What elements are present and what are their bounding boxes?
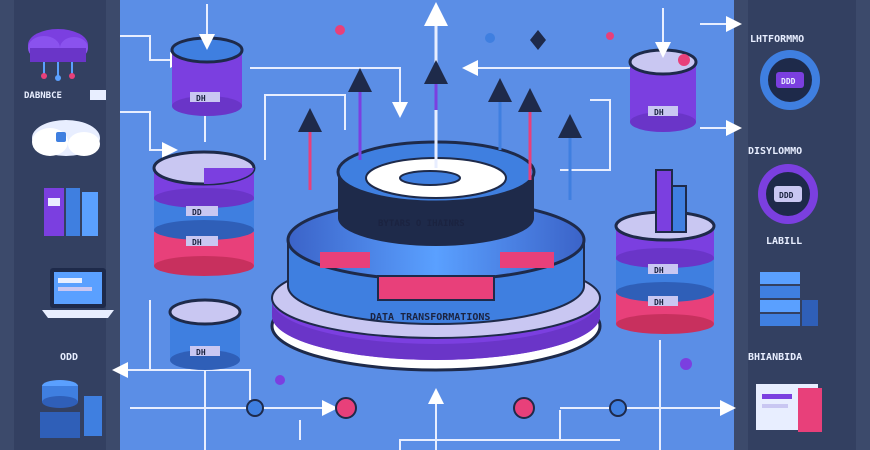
right-bottom-label: BHIANBIDA xyxy=(748,352,802,363)
left-bottom-label: ODD xyxy=(60,352,78,363)
cloud-icon xyxy=(32,120,100,156)
right-mid-label: DISYLOMMO xyxy=(748,146,802,157)
svg-text:DD: DD xyxy=(192,208,202,217)
cylinder-top-right: DH xyxy=(628,48,698,132)
laptop-icon xyxy=(42,268,114,318)
disk-stack-icon xyxy=(40,380,102,438)
svg-text:DH: DH xyxy=(654,298,664,307)
right-mid2-label: LABILL xyxy=(766,236,802,247)
platform-arrows xyxy=(298,2,582,200)
connector-lines xyxy=(112,16,742,450)
right-sidebar: LHTFORMMO DDD DISYLOMMO DDD LABILL BHIAN… xyxy=(734,0,870,450)
platform-top-label: DATA TRANSFORMATIONS xyxy=(370,312,490,323)
connector-nodes xyxy=(246,25,692,419)
svg-text:DH: DH xyxy=(192,238,202,247)
server-rack-icon xyxy=(760,272,818,326)
cloud-database-icon xyxy=(28,29,88,81)
cylinder-stack-left: DD DH xyxy=(152,150,256,276)
badge-icon: DDD xyxy=(758,164,818,224)
svg-text:DH: DH xyxy=(654,266,664,275)
right-top-label: LHTFORMMO xyxy=(750,34,804,45)
platform-mid-label: BYTARS O IHAINRS xyxy=(378,219,465,229)
svg-text:DH: DH xyxy=(196,348,206,357)
svg-text:DDD: DDD xyxy=(781,77,796,86)
document-card-icon xyxy=(756,384,822,432)
cylinder-stack-right: DH DH xyxy=(614,169,716,334)
cylinder-top-left: DH xyxy=(170,36,244,116)
cylinder-bottom-left: DH xyxy=(168,298,242,370)
central-platform: BYTARS O IHAINRS DATA TRANSFORMATIONS xyxy=(270,140,602,372)
label-tag-icon xyxy=(90,90,106,100)
svg-text:DDD: DDD xyxy=(779,191,794,200)
books-icon xyxy=(44,188,98,236)
gear-icon: DDD xyxy=(760,50,820,110)
svg-text:DH: DH xyxy=(196,94,206,103)
left-top-label: DABNBCE xyxy=(24,91,62,101)
svg-text:DH: DH xyxy=(654,108,664,117)
left-sidebar: DABNBCE ODD xyxy=(0,0,120,450)
